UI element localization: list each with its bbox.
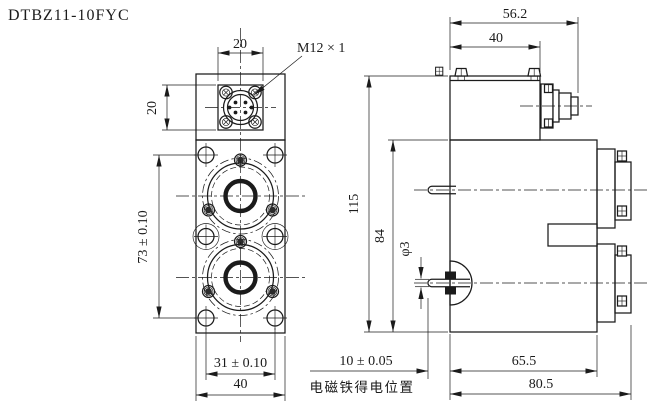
side-notch: [547, 223, 598, 247]
m12-connector-side: [435, 66, 592, 129]
flange-top: [596, 148, 632, 229]
pin-top: [427, 185, 456, 195]
pin-seal-bottom: [445, 287, 456, 295]
front-view: 20 M12 × 1 20 73 ± 0.10 31 ± 0.10: [136, 28, 345, 401]
dim-side-overall-width: 56.2: [449, 7, 579, 93]
svg-text:65.5: 65.5: [512, 354, 537, 369]
dim-side-depth: 65.5: [449, 334, 598, 400]
dim-side-total-height: 115: [347, 75, 448, 333]
dim-pin-stroke: 10 ± 0.05 电磁铁得电位置: [310, 298, 429, 395]
top-screws: [454, 67, 542, 81]
dim-front-hole-span-h: 31 ± 0.10: [205, 328, 276, 380]
svg-text:73 ± 0.10: 73 ± 0.10: [136, 210, 151, 263]
connector-pins: [227, 100, 254, 115]
svg-text:10 ± 0.05: 10 ± 0.05: [339, 354, 392, 369]
svg-text:80.5: 80.5: [529, 377, 554, 392]
svg-text:20: 20: [233, 37, 247, 52]
dim-front-hole-span-v: 73 ± 0.10: [136, 154, 196, 319]
svg-text:31 ± 0.10: 31 ± 0.10: [214, 356, 267, 371]
svg-text:20: 20: [145, 101, 160, 115]
drawing-title: DTBZ11-10FYC: [8, 7, 130, 24]
dim-front-width: 40: [195, 336, 286, 401]
thread-label: M12 × 1: [297, 41, 345, 56]
dim-side-body-height: 84: [373, 139, 448, 332]
pin-boss-hatched: [449, 260, 473, 306]
dim-pin-diameter: φ3: [398, 241, 429, 309]
svg-text:φ3: φ3: [398, 241, 413, 256]
svg-text:40: 40: [234, 377, 248, 392]
energized-position-note: 电磁铁得电位置: [310, 379, 415, 395]
pin-seal-top: [445, 271, 456, 279]
svg-text:56.2: 56.2: [503, 7, 528, 22]
svg-text:40: 40: [489, 31, 503, 46]
side-view: 56.2 40 115 84 φ3: [310, 7, 648, 400]
side-top-block: [449, 75, 541, 141]
mounting-holes: [192, 142, 289, 331]
svg-text:115: 115: [347, 194, 362, 214]
dim-side-block-width: 40: [450, 31, 541, 72]
thread-callout: M12 × 1: [253, 41, 345, 96]
svg-text:84: 84: [373, 229, 388, 243]
dim-front-plate-height: 20: [145, 84, 216, 131]
dim-side-overall-depth: 80.5: [450, 325, 632, 400]
dim-front-plate-width: 20: [217, 37, 264, 81]
pin-bottom: [427, 278, 470, 288]
